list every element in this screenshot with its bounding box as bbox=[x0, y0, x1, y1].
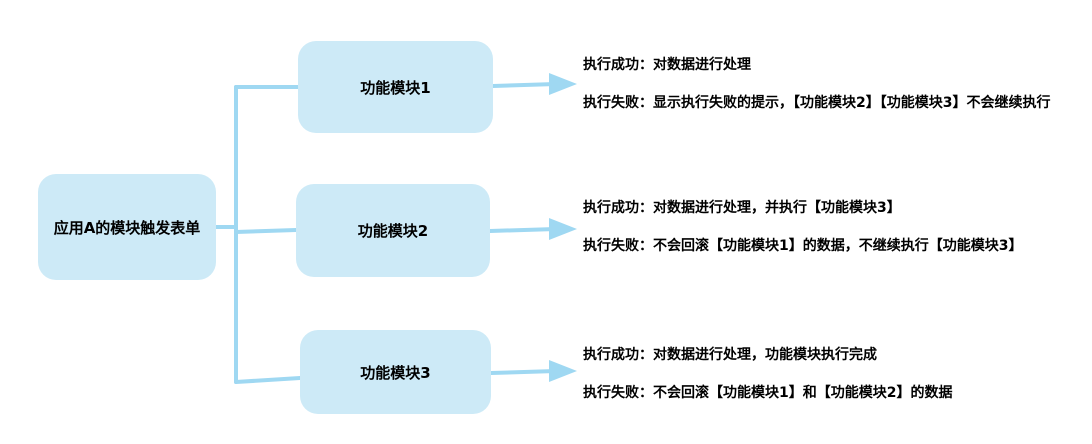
module-3-success-note: 执行成功：对数据进行处理，功能模块执行完成 bbox=[583, 347, 877, 363]
module-node-2: 功能模块2 bbox=[296, 184, 490, 277]
module-2-success-note: 执行成功：对数据进行处理，并执行【功能模块3】 bbox=[583, 200, 901, 216]
module-label-2: 功能模块2 bbox=[357, 222, 429, 240]
branch-line-3 bbox=[234, 376, 302, 384]
module-node-1: 功能模块1 bbox=[298, 41, 493, 133]
module-1-failure-note: 执行失败：显示执行失败的提示，【功能模块2】【功能模块3】不会继续执行 bbox=[583, 95, 1051, 111]
root-node: 应用A的模块触发表单 bbox=[38, 174, 216, 280]
arrow-head-3 bbox=[549, 360, 577, 382]
arrow-head-1 bbox=[549, 73, 577, 95]
arrow-head-2 bbox=[549, 218, 577, 240]
arrow-shaft-2 bbox=[488, 227, 558, 233]
arrow-shaft-1 bbox=[491, 82, 558, 88]
branch-line-2 bbox=[234, 228, 298, 234]
module-3-failure-note: 执行失败：不会回滚【功能模块1】和【功能模块2】的数据 bbox=[583, 385, 953, 401]
module-label-3: 功能模块3 bbox=[360, 363, 431, 382]
module-label-1: 功能模块1 bbox=[360, 78, 431, 97]
module-2-failure-note: 执行失败：不会回滚【功能模块1】的数据，不继续执行【功能模块3】 bbox=[583, 238, 1023, 254]
module-1-success-note: 执行成功：对数据进行处理 bbox=[583, 57, 751, 73]
root-label: 应用A的模块触发表单 bbox=[53, 218, 201, 237]
arrow-shaft-3 bbox=[489, 369, 558, 375]
module-node-3: 功能模块3 bbox=[300, 330, 491, 414]
